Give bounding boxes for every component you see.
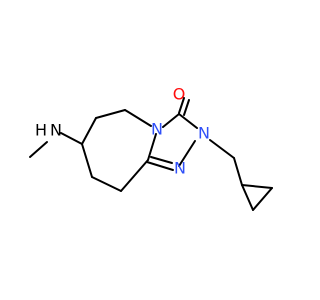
molecule-diagram: O N N N N H xyxy=(29,85,273,211)
bond-nh-methyl xyxy=(29,141,48,158)
atom-hydrogen-amine: H xyxy=(35,121,47,140)
bond-c5-c6 xyxy=(95,109,126,119)
bond-c7-c8 xyxy=(81,143,93,178)
bond-c3-n2 xyxy=(178,113,198,129)
bond-ch2-cp xyxy=(233,157,243,186)
bond-c7-nh xyxy=(60,132,83,145)
bond-n1-c8a xyxy=(146,161,174,171)
bond-n4-c5 xyxy=(124,109,152,127)
atom-nitrogen-ring-right: N xyxy=(198,124,210,143)
bond-c9-c8a xyxy=(120,159,149,192)
bond-carbonyl-2 xyxy=(183,99,190,116)
bond-n2-n1 xyxy=(178,140,196,167)
atom-label-layer: O N N N N H xyxy=(35,85,210,178)
bond-c6-c7 xyxy=(81,117,97,145)
bond-cp-3 xyxy=(252,187,273,211)
bond-c8-c9 xyxy=(91,176,122,192)
atom-nitrogen-ring-top: N xyxy=(151,120,163,139)
bond-n2-ch2 xyxy=(209,139,235,159)
bond-cp-2 xyxy=(241,184,273,189)
atom-nitrogen-amine: N xyxy=(50,121,62,140)
bond-layer xyxy=(29,97,273,211)
atom-oxygen: O xyxy=(173,85,186,104)
bond-c8a-n4 xyxy=(147,133,157,161)
bond-c3-n4 xyxy=(162,113,180,128)
bond-carbonyl-1 xyxy=(178,97,185,114)
bond-n1-c8a-double xyxy=(150,156,173,164)
atom-nitrogen-ring-bottom: N xyxy=(174,159,186,178)
bond-cp-1 xyxy=(241,184,254,211)
